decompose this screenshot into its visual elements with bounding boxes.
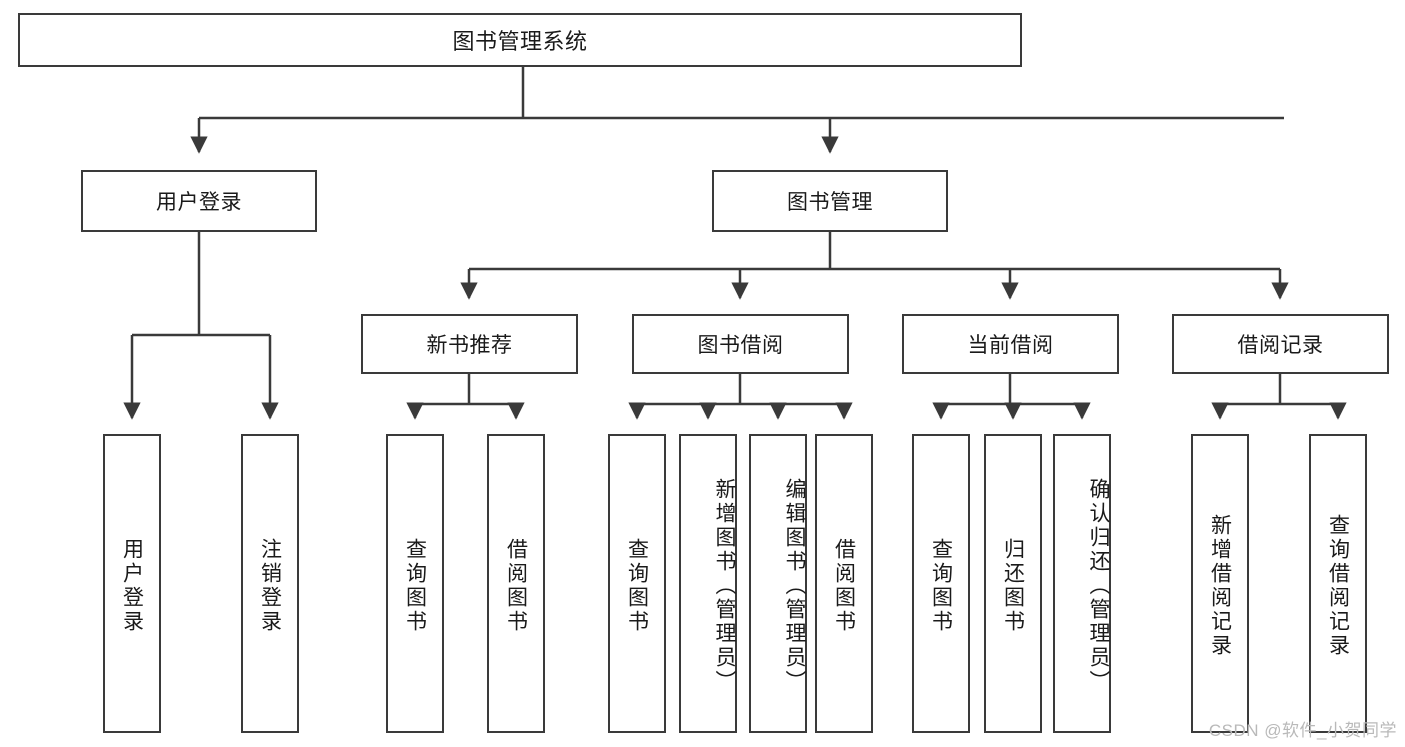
node-book-borrow[interactable]: 图书借阅: [632, 314, 849, 374]
leaf-add-borrow-record[interactable]: 新增借阅记录: [1191, 434, 1249, 733]
leaf-edit-book-admin[interactable]: 编辑图书（管理员）: [749, 434, 807, 733]
node-new-book-recommend[interactable]: 新书推荐: [361, 314, 578, 374]
leaf-add-book-admin[interactable]: 新增图书（管理员）: [679, 434, 737, 733]
node-user-login[interactable]: 用户登录: [81, 170, 317, 232]
leaf-query-book-recommend[interactable]: 查询图书: [386, 434, 444, 733]
node-borrow-record[interactable]: 借阅记录: [1172, 314, 1389, 374]
leaf-query-borrow-record[interactable]: 查询借阅记录: [1309, 434, 1367, 733]
node-root[interactable]: 图书管理系统: [18, 13, 1022, 67]
leaf-user-login[interactable]: 用户登录: [103, 434, 161, 733]
node-book-manage[interactable]: 图书管理: [712, 170, 948, 232]
leaf-borrow-book-recommend[interactable]: 借阅图书: [487, 434, 545, 733]
leaf-query-book-current[interactable]: 查询图书: [912, 434, 970, 733]
node-current-borrow[interactable]: 当前借阅: [902, 314, 1119, 374]
leaf-logout[interactable]: 注销登录: [241, 434, 299, 733]
leaf-borrow-book[interactable]: 借阅图书: [815, 434, 873, 733]
csdn-watermark: CSDN @软件_小贺同学: [1208, 721, 1397, 740]
leaf-return-book[interactable]: 归还图书: [984, 434, 1042, 733]
leaf-query-book-borrow[interactable]: 查询图书: [608, 434, 666, 733]
leaf-confirm-return-admin[interactable]: 确认归还（管理员）: [1053, 434, 1111, 733]
